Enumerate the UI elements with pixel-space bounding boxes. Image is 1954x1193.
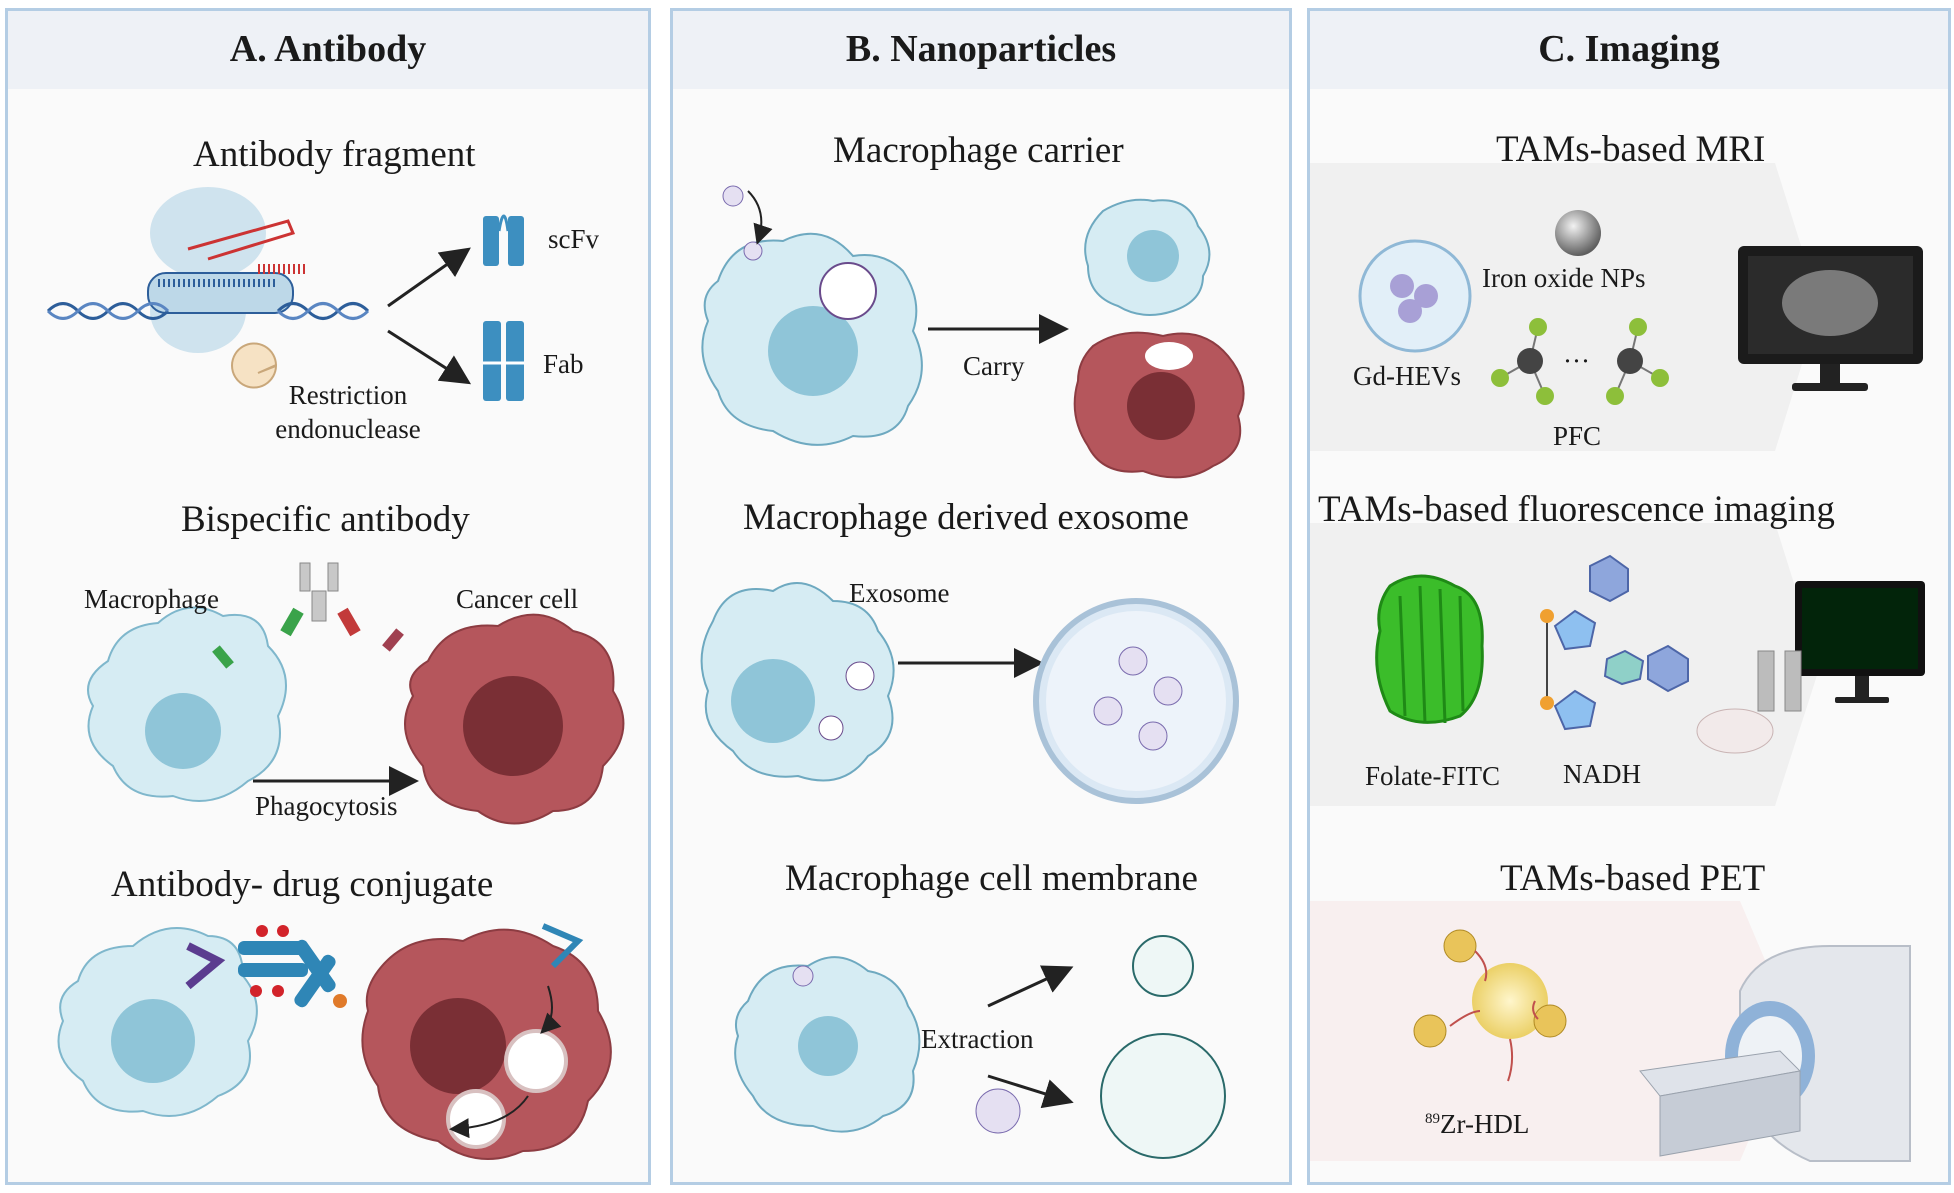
fluorescence-monitor-icon [1795,581,1925,703]
section-bispecific-antibody: Bispecific antibody [181,499,470,540]
section-macrophage-derived-exosome: Macrophage derived exosome [743,497,1189,538]
label-cancer-cell: Cancer cell [456,584,579,614]
label-nadh: NADH [1563,759,1641,789]
pfc-icon [1491,318,1669,405]
iron-oxide-icon [1555,210,1601,256]
section-antibody-fragment: Antibody fragment [193,134,476,175]
pet-scanner-icon [1639,945,1911,1162]
label-phagocytosis: Phagocytosis [255,791,398,821]
gd-hevs-icon [1358,239,1472,353]
dna-polymerase-icon [46,187,370,353]
mri-background [1310,163,1820,451]
nadh-molecule-icon [1540,554,1689,731]
label-restriction-1: Restriction [288,380,408,410]
section-tams-based-fluorescence: TAMs-based fluorescence imaging [1318,489,1835,530]
label-extraction: Extraction [921,1024,1034,1054]
panel-imaging-title: C. Imaging [1538,28,1720,70]
mouse-imaging-icon [1696,650,1802,754]
label-restriction-2: endonuclease [275,414,421,444]
panel-imaging-header: C. Imaging [1310,11,1948,89]
carrier-cells-icon [1073,198,1245,479]
bispecific-antibody-icon [212,562,404,669]
label-zr-hdl-text: Zr-HDL [1440,1109,1530,1139]
label-exosome: Exosome [849,578,950,608]
label-carry: Carry [963,351,1025,381]
panel-antibody-header: A. Antibody [8,11,648,89]
cancer-cell-icon [404,613,625,825]
panel-nanoparticles: B. Nanoparticles [670,8,1292,1185]
label-fab: Fab [543,349,584,379]
nanoparticle-illustrations [700,185,1245,1159]
label-gd-hevs: Gd-HEVs [1353,361,1461,391]
adc-macrophage-icon [57,927,258,1117]
exosome-vesicle-icon [1033,598,1239,804]
label-scfv: scFv [548,224,600,254]
antibody-drug-conjugate-icon [185,925,347,1008]
label-pfc: PFC [1553,421,1602,451]
label-iron-oxide-nps: Iron oxide NPs [1482,263,1646,293]
panel-nanoparticles-header: B. Nanoparticles [673,11,1289,89]
label-zr-superscript: 89 [1425,1111,1440,1127]
antibody-illustrations [46,187,625,1160]
panel-imaging: C. Imaging [1307,8,1951,1185]
section-tams-based-pet: TAMs-based PET [1500,858,1766,899]
section-antibody-drug-conjugate: Antibody- drug conjugate [111,864,494,905]
carrier-macrophage-icon [701,185,923,446]
panel-antibody-title: A. Antibody [229,28,427,70]
panel-antibody: A. Antibody [5,8,651,1185]
mri-monitor-icon [1738,246,1923,391]
exosome-macrophage-icon [700,582,895,782]
panel-nanoparticles-title: B. Nanoparticles [845,28,1117,70]
section-tams-based-mri: TAMs-based MRI [1496,129,1766,170]
scfv-icon [483,214,524,266]
fab-icon [483,321,524,401]
section-macrophage-carrier: Macrophage carrier [833,130,1124,171]
section-macrophage-cell-membrane: Macrophage cell membrane [785,858,1198,899]
adc-cancer-cell-icon [361,923,612,1160]
macrophage-cell-icon [87,606,287,802]
label-zr-hdl: 89Zr-HDL [1425,1109,1529,1140]
membrane-macrophage-icon [734,956,921,1133]
zr-hdl-nanoparticle-icon [1413,929,1567,1082]
restriction-endonuclease-icon [231,342,278,389]
label-folate-fitc: Folate-FITC [1365,761,1500,791]
label-ellipsis: ··· [1563,346,1590,376]
gfp-protein-icon [1375,574,1484,724]
imaging-illustrations [1310,163,1925,1162]
label-macrophage: Macrophage [84,584,219,614]
membrane-vesicle-icon [792,935,1226,1159]
